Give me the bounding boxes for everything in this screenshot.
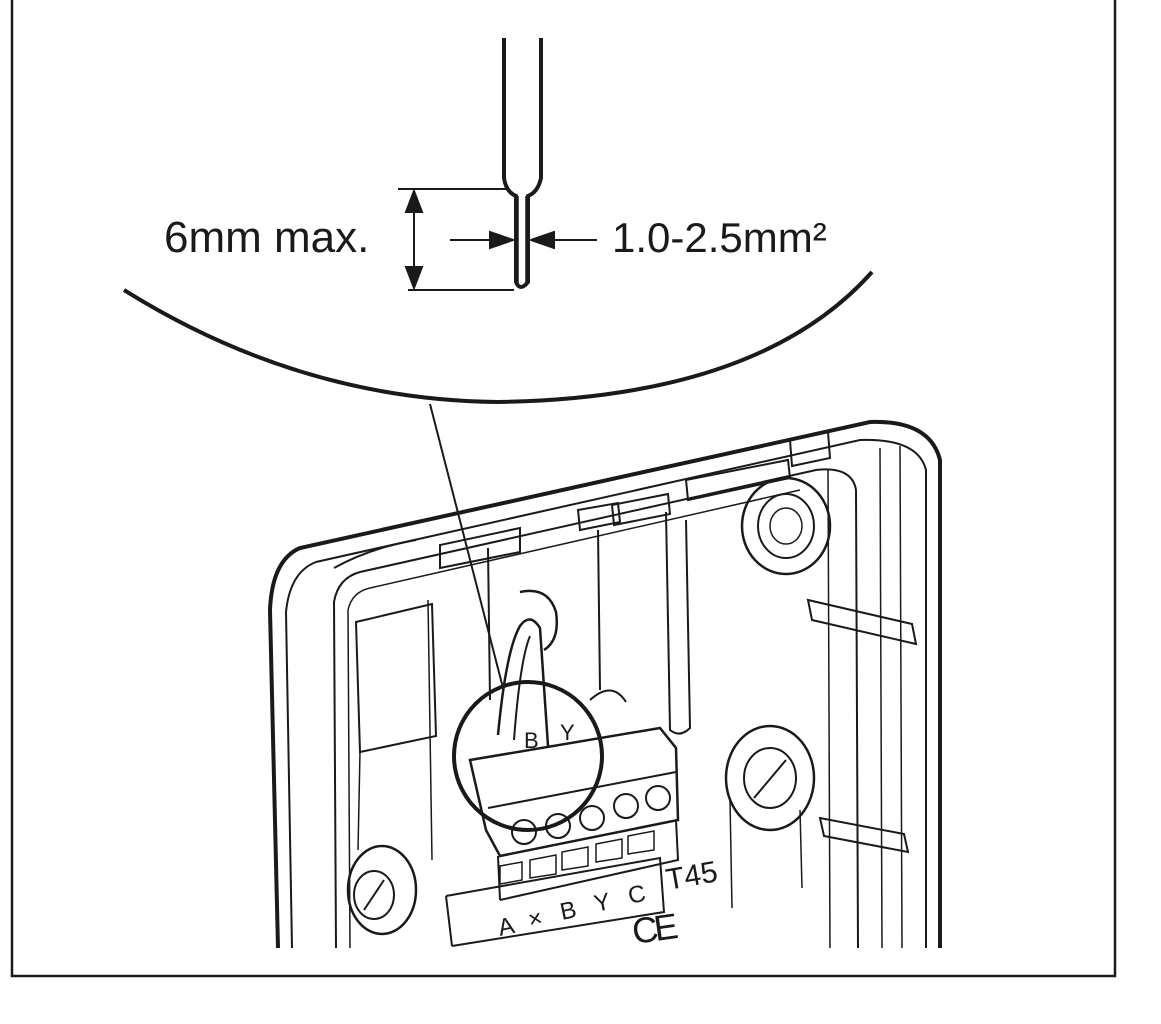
strip-length-label: 6mm max. [164,213,369,262]
wire-label-b: B [524,728,539,753]
terminal-label-y: Y [592,888,613,918]
thermostat-backplate [267,419,942,949]
backplate-outer-edge [267,419,942,949]
wire-insulation [502,38,543,289]
wire-detail [122,38,874,689]
magnifier-arc [122,270,874,405]
wire-label-y: Y [560,720,575,745]
terminal-block [468,726,680,858]
strip-length-dimension [398,188,514,291]
leader-line [429,403,504,689]
terminal-label-b: B [558,896,579,926]
wire-size-dimension [450,230,597,250]
terminal-label-x: × [526,905,545,934]
terminal-label-c: C [626,880,649,910]
ce-mark: CE [629,905,679,952]
wire-size-label: 1.0-2.5mm² [612,214,827,261]
diagram-border [10,0,1117,978]
terminal-highlight-circle [452,680,604,832]
terminal-label-a: A [496,912,517,942]
